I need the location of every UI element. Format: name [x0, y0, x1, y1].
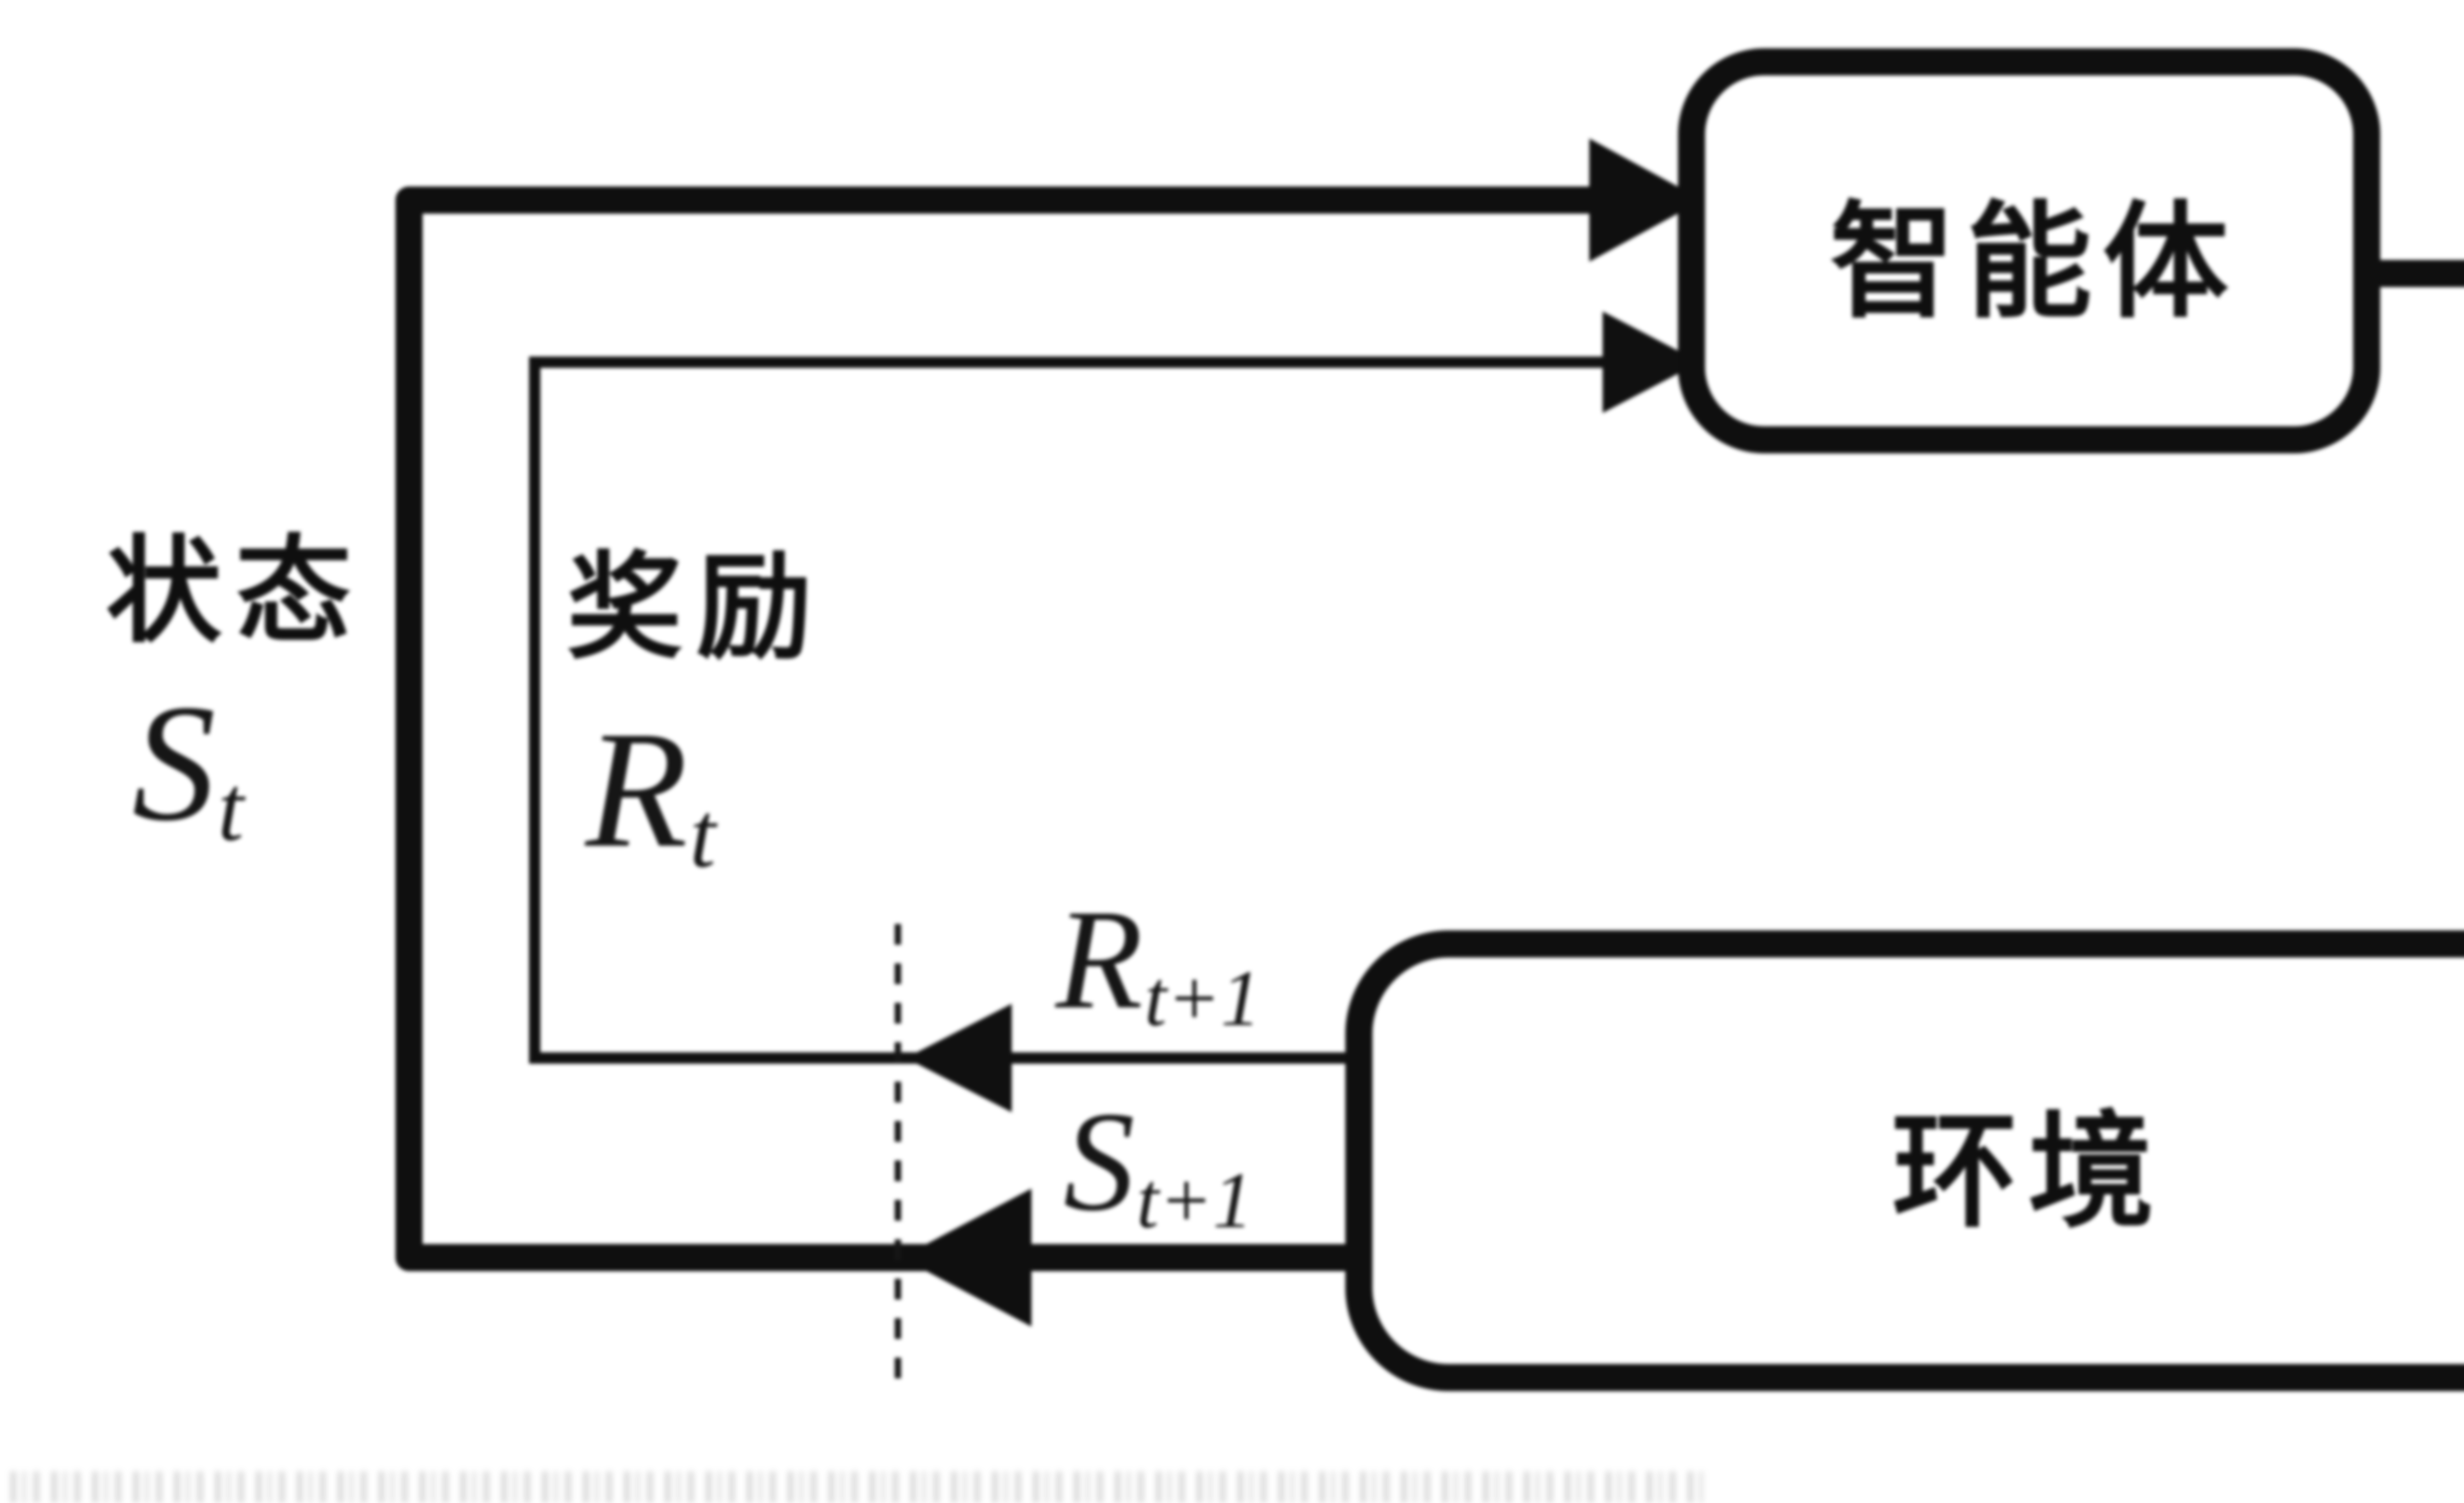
next-reward-symbol-main: R [1056, 880, 1143, 1038]
state-symbol-subscript: t [217, 756, 244, 860]
state-symbol-main: S [132, 670, 216, 855]
next-reward-symbol-subscript: t+1 [1144, 954, 1261, 1043]
next-reward-symbol: Rt+1 [1056, 888, 1261, 1038]
next-state-symbol-subscript: t+1 [1136, 1156, 1253, 1245]
reward-symbol-subscript: t [689, 783, 716, 887]
next-state-arrowhead [901, 1189, 1031, 1327]
agent-label: 智能体 [1829, 194, 2239, 333]
state-symbol: St [132, 679, 244, 855]
state-into-agent-arrowhead [1589, 138, 1703, 262]
environment-label: 环境 [1891, 1104, 2165, 1243]
reward-into-agent-arrowhead [1603, 311, 1700, 413]
agent-box: 智能体 [1678, 48, 2380, 453]
next-state-symbol-main: S [1063, 1082, 1135, 1240]
reward-symbol: Rt [585, 706, 716, 882]
reward-label-cn: 奖励 [567, 545, 826, 673]
next-state-symbol: St+1 [1063, 1090, 1253, 1240]
cutoff-caption-strip [11, 1471, 1706, 1503]
state-loop-line [395, 186, 1621, 1271]
state-label-cn: 状态 [106, 528, 365, 656]
reward-symbol-main: R [585, 696, 688, 882]
next-reward-arrowhead [906, 1004, 1012, 1112]
environment-box: 环境 [1345, 930, 2464, 1391]
